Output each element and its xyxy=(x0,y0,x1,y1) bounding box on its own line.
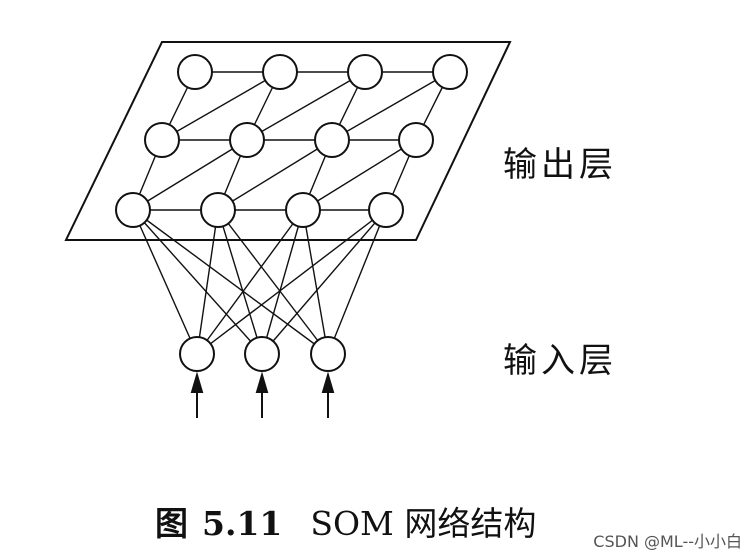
input-arrow-head xyxy=(190,371,204,393)
output-neuron xyxy=(432,54,468,90)
output-edge xyxy=(217,139,333,211)
output-edge xyxy=(331,71,451,141)
input-neuron xyxy=(179,336,215,372)
input-output-edge xyxy=(261,209,304,355)
input-output-edge xyxy=(327,209,387,355)
output-neuron xyxy=(262,54,298,90)
output-neuron xyxy=(398,122,434,158)
output-layer-label: 输出层 xyxy=(503,145,617,185)
input-arrow-head xyxy=(255,371,269,393)
caption-figure-prefix: 图 xyxy=(155,504,188,543)
input-arrow-head xyxy=(321,371,335,393)
input-output-edge xyxy=(261,209,387,355)
input-layer-label: 输入层 xyxy=(503,341,617,381)
output-neuron xyxy=(229,122,265,158)
input-arrows xyxy=(190,371,335,418)
input-output-edge xyxy=(217,209,329,355)
output-neuron xyxy=(285,192,321,228)
input-output-edge xyxy=(217,209,263,355)
output-plane xyxy=(64,41,512,241)
input-neuron xyxy=(244,336,280,372)
network-nodes xyxy=(115,54,468,372)
output-neuron xyxy=(347,54,383,90)
input-output-edge xyxy=(196,209,219,355)
output-edge xyxy=(302,139,417,211)
input-output-edge xyxy=(196,209,387,355)
input-neuron xyxy=(310,336,346,372)
output-edge xyxy=(132,139,248,211)
caption-title: SOM 网络结构 xyxy=(310,504,537,543)
input-output-edge xyxy=(132,209,263,355)
output-neuron xyxy=(368,192,404,228)
watermark: CSDN @ML--小小白 xyxy=(593,532,742,551)
input-output-edge xyxy=(132,209,198,355)
caption-figure-number: 5.11 xyxy=(202,504,283,543)
input-output-edge xyxy=(302,209,329,355)
output-edge xyxy=(161,71,281,141)
output-neuron xyxy=(200,192,236,228)
input-output-edge xyxy=(196,209,304,355)
output-neuron xyxy=(314,122,350,158)
figure-caption: 图 5.11 SOM 网络结构 xyxy=(155,497,536,545)
output-edge xyxy=(246,71,366,141)
output-neuron xyxy=(177,54,213,90)
output-neuron xyxy=(115,192,151,228)
output-neuron xyxy=(144,122,180,158)
input-output-edge xyxy=(132,209,329,355)
